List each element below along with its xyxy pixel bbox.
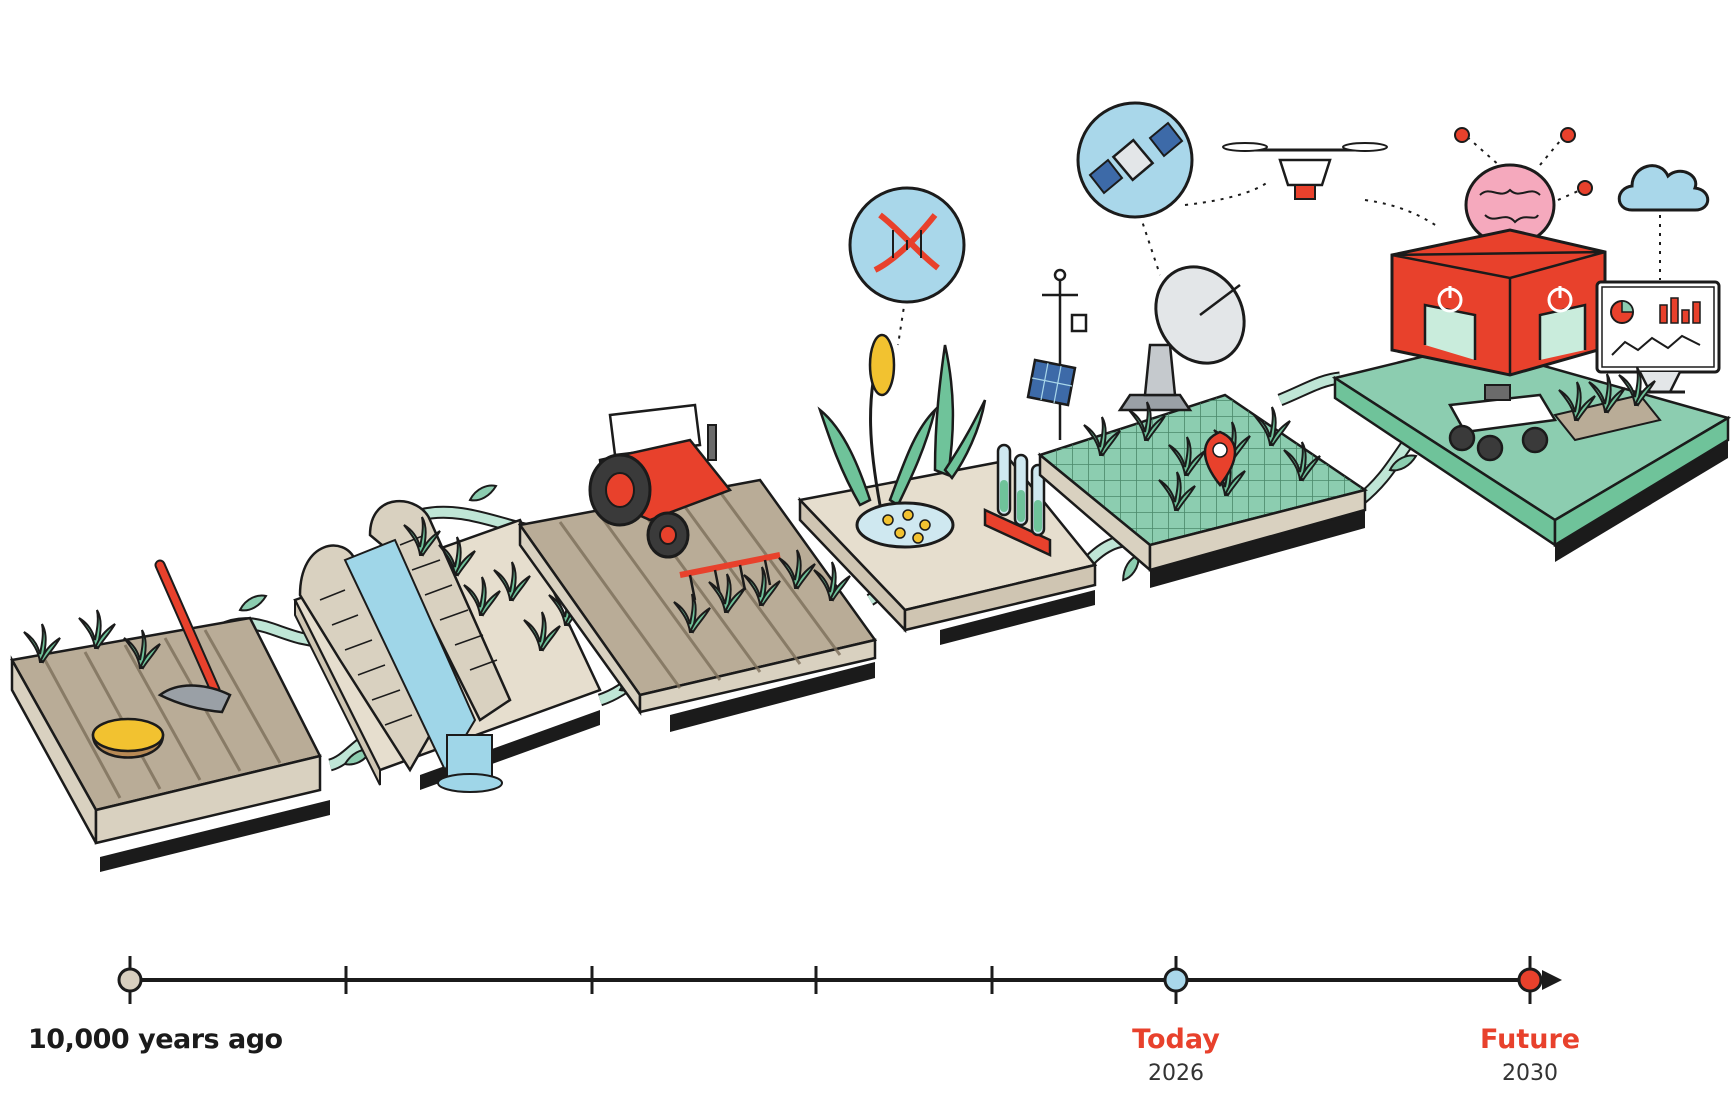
timeline-future-year: 2030 xyxy=(1502,1061,1558,1086)
seed-bowl-icon xyxy=(91,717,165,759)
water-canal-icon xyxy=(343,538,503,793)
stage-hand-tool-farming xyxy=(10,559,330,872)
timeline-future-label: Future xyxy=(1480,1024,1581,1055)
timeline-future-marker xyxy=(1517,967,1543,993)
test-tubes-icon xyxy=(983,443,1052,557)
brain-icon xyxy=(1454,127,1593,247)
monitor-chart-icon xyxy=(1595,280,1721,394)
drone-icon xyxy=(1184,142,1441,229)
stage-ai-farming xyxy=(1184,127,1731,562)
timeline-start-label: 10,000 years ago xyxy=(28,1024,283,1055)
stage-genetic-science xyxy=(797,186,1098,645)
satellite-dish-icon xyxy=(1117,265,1246,412)
dna-icon xyxy=(848,186,966,346)
satellite-icon xyxy=(1076,101,1194,276)
timeline-arrow-icon xyxy=(1542,970,1562,990)
timeline xyxy=(117,956,1562,1004)
petri-dish-icon xyxy=(855,501,955,549)
timeline-start-marker xyxy=(117,967,143,993)
timeline-today-label: Today xyxy=(1132,1024,1220,1055)
plough-icon xyxy=(679,552,781,601)
solar-panel-icon xyxy=(1026,358,1077,407)
robot-rover-icon xyxy=(1447,384,1558,462)
location-pin-icon xyxy=(1203,430,1237,488)
stone-wall-icon xyxy=(298,500,512,773)
tractor-icon xyxy=(588,403,733,559)
timeline-today-year: 2026 xyxy=(1148,1061,1204,1086)
power-icon xyxy=(1437,286,1573,313)
seedling-icon xyxy=(1553,366,1662,442)
wheat-icon xyxy=(817,333,987,507)
weather-station-icon xyxy=(1042,268,1088,440)
stage-mechanized-farming xyxy=(517,403,878,732)
hoe-icon xyxy=(154,559,232,714)
stage-precision-agriculture xyxy=(1026,101,1368,588)
ai-building xyxy=(1390,228,1607,377)
timeline-today-marker xyxy=(1163,967,1189,993)
cloud-icon xyxy=(1617,164,1710,280)
stage-irrigation-canal xyxy=(293,500,602,793)
